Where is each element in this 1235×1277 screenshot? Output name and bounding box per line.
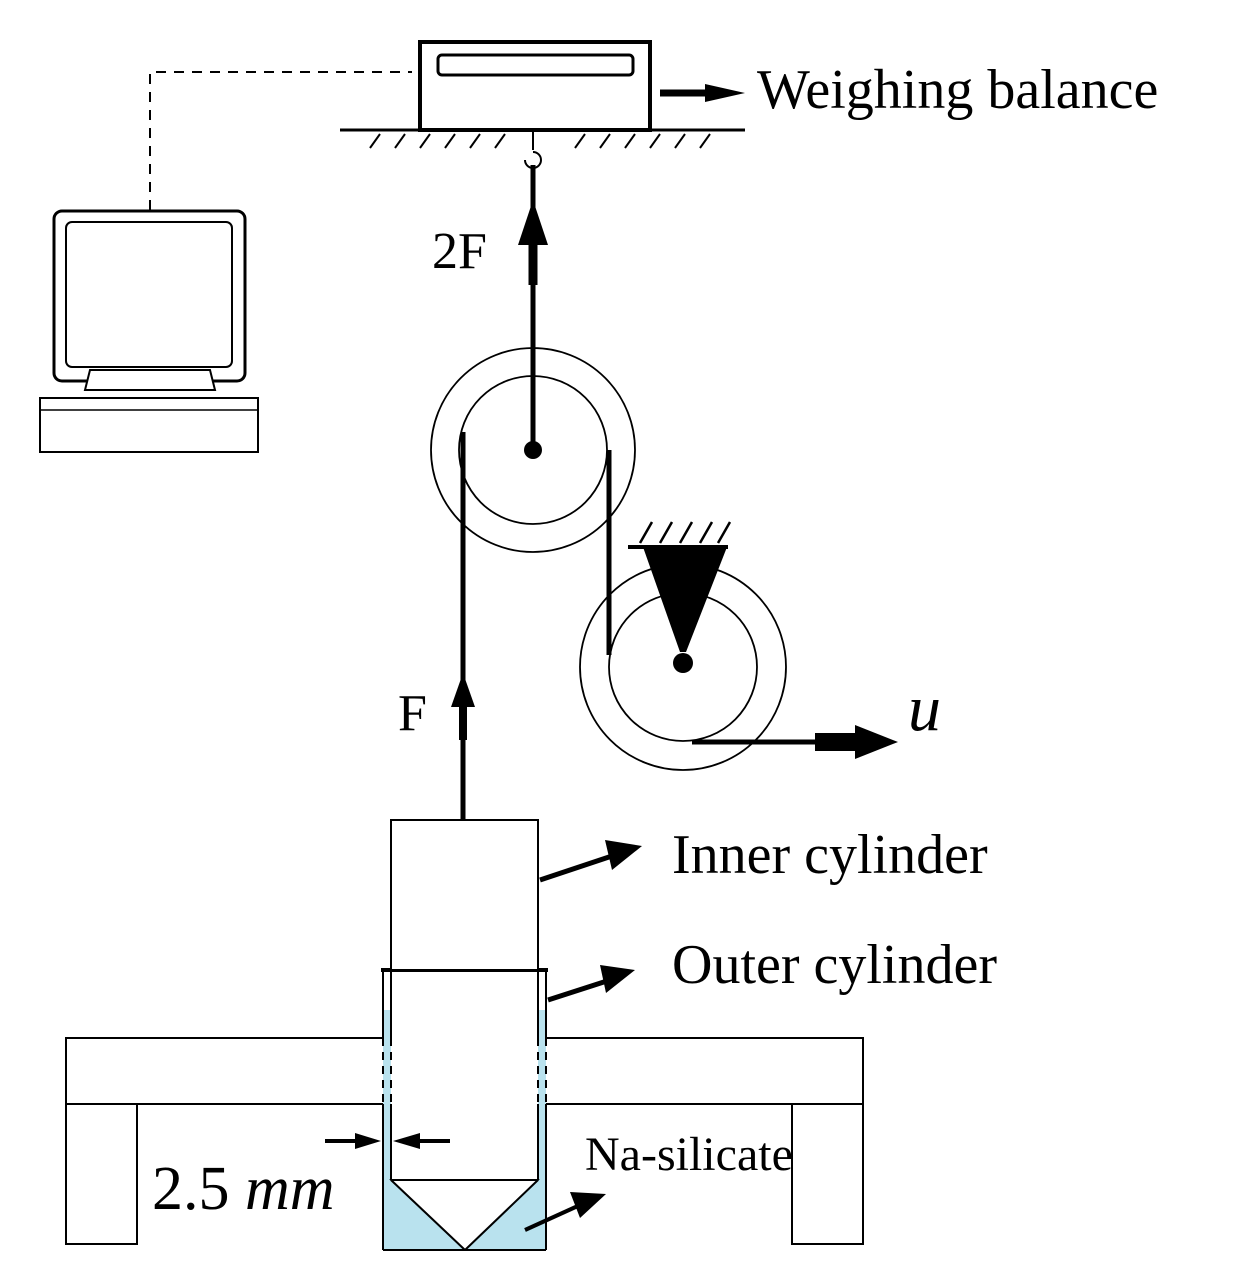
velocity-label: u xyxy=(908,672,941,745)
force-f-label: F xyxy=(398,685,427,742)
fluid-pointer xyxy=(524,1192,606,1232)
computer-icon xyxy=(39,209,259,453)
ground-hatch-icon xyxy=(340,128,745,149)
velocity-arrow xyxy=(692,725,898,759)
gap-unit: mm xyxy=(245,1155,335,1223)
data-cable xyxy=(149,71,412,210)
inner-cylinder-pointer xyxy=(539,840,642,883)
outer-cylinder-pointer xyxy=(547,965,635,1003)
weighing-balance-label: Weighing balance xyxy=(757,59,1158,121)
force-2f-arrow xyxy=(518,200,548,285)
gap-label: 2.5 mm xyxy=(152,1155,335,1223)
weighing-balance-pointer xyxy=(660,84,745,102)
inner-cylinder-label: Inner cylinder xyxy=(672,824,988,886)
weighing-balance xyxy=(418,40,652,132)
inner-cylinder xyxy=(390,819,539,1251)
pulley-support xyxy=(628,521,732,652)
gap-dimension-arrows xyxy=(325,1133,450,1149)
outer-cylinder xyxy=(381,968,548,1252)
balance-hook xyxy=(524,132,542,169)
force-f-arrow xyxy=(451,673,475,740)
fluid-label: Na-silicate xyxy=(585,1128,793,1181)
outer-cylinder-label: Outer cylinder xyxy=(672,934,997,996)
gap-value: 2.5 xyxy=(152,1155,230,1223)
upper-pulley xyxy=(430,347,636,553)
force-2f-label: 2F xyxy=(432,223,487,280)
